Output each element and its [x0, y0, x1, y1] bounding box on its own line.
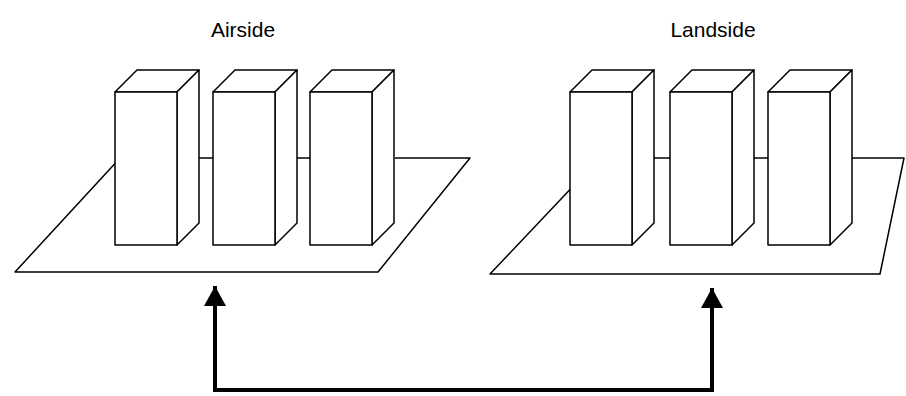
platform-edge: [490, 158, 904, 274]
building-block: [213, 70, 297, 245]
building-side: [275, 70, 297, 245]
platform-region: Landside: [490, 158, 904, 274]
building-side: [732, 70, 754, 245]
building-block: [115, 70, 199, 245]
area-heading: Landside: [670, 18, 755, 42]
exchange-arrow: [215, 286, 712, 390]
platform-edge: [15, 158, 470, 272]
landside-buildings: [570, 70, 852, 245]
platform-edge: [297, 157, 310, 159]
building-front: [768, 92, 830, 245]
building-side: [632, 70, 654, 245]
platform-outline: [15, 158, 470, 272]
building-front: [570, 92, 632, 245]
building-front: [213, 92, 275, 245]
platform-edge: [654, 157, 670, 159]
platform-outline: [490, 158, 904, 274]
building-side: [372, 70, 394, 245]
building-side: [177, 70, 199, 245]
building-block: [670, 70, 754, 245]
building-front: [670, 92, 732, 245]
building-block: [768, 70, 852, 245]
area-heading: Airside: [211, 18, 275, 42]
platform-region: Airside: [15, 158, 470, 272]
airside-buildings: [115, 70, 394, 245]
platform-edge: [754, 157, 768, 159]
building-front: [310, 92, 372, 245]
platform-edge: [199, 157, 213, 159]
building-front: [115, 92, 177, 245]
building-block: [310, 70, 394, 245]
building-block: [570, 70, 654, 245]
building-side: [830, 70, 852, 245]
